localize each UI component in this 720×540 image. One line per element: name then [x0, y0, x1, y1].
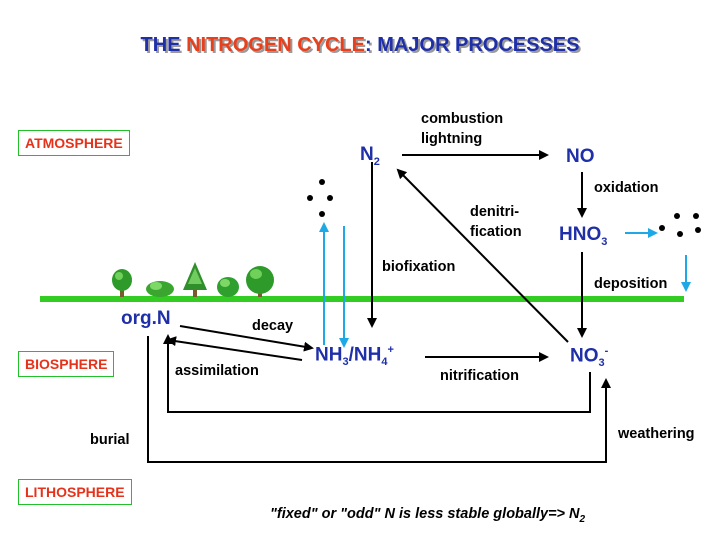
nh4-base: /NH — [348, 344, 382, 366]
denitrification-arrow — [396, 168, 569, 343]
no3-species: NO3- — [570, 345, 608, 369]
n2-base: N — [360, 144, 374, 165]
shrub-icon — [146, 281, 174, 297]
tree-icon — [183, 262, 207, 297]
nh4-sub: 4 — [381, 356, 388, 369]
title-prefix: THE — [140, 34, 187, 56]
assimilation-arrow — [179, 325, 314, 352]
footnote-sub: 2 — [579, 513, 586, 525]
combustion-label: combustion — [421, 111, 504, 127]
hno3-species: HNO3 — [559, 224, 607, 248]
lightning-label: lightning — [421, 131, 483, 147]
title-suffix: : MAJOR PROCESSES — [364, 34, 580, 56]
decay-arrow — [166, 336, 303, 361]
burial-weathering-arrow — [147, 336, 611, 463]
lithosphere-label: LITHOSPHERE — [18, 479, 132, 505]
nh3-nh4-species: NH3/NH4+ — [315, 344, 394, 368]
orgn-species: org.N — [121, 308, 171, 329]
title-accent: NITROGEN CYCLE — [186, 34, 365, 56]
raindrop-dots-icon — [659, 213, 701, 237]
no3-sup: - — [604, 345, 609, 357]
oxidation-label: oxidation — [594, 180, 659, 196]
tree-icon — [112, 269, 132, 297]
footnote-text: "fixed" or "odd" N is less stable global… — [270, 506, 580, 522]
no-species: NO — [566, 146, 595, 167]
tree-icon — [246, 266, 274, 297]
burial-label: burial — [90, 432, 130, 448]
nitrate-uptake-arrow — [163, 334, 591, 413]
no3-base: NO — [570, 345, 599, 367]
no3-sub: 3 — [598, 357, 605, 370]
nitrification-label: nitrification — [440, 368, 519, 384]
footnote: "fixed" or "odd" N is less stable global… — [270, 506, 585, 525]
fication-label: fication — [470, 224, 522, 240]
raindrop-dots-icon — [307, 179, 333, 217]
shrub-icon — [217, 277, 239, 297]
atmosphere-label: ATMOSPHERE — [18, 130, 130, 156]
nh3-base: NH — [315, 344, 343, 366]
biofixation-label: biofixation — [382, 259, 456, 275]
n2-species: N2 — [360, 144, 380, 168]
decay-label: decay — [252, 318, 294, 334]
nh4-sup: + — [387, 344, 394, 356]
denitri-label: denitri- — [470, 204, 520, 220]
hno3-base: HNO — [559, 224, 602, 245]
hno3-sub: 3 — [601, 235, 608, 248]
page-title: THE NITROGEN CYCLE: MAJOR PROCESSES — [0, 34, 720, 57]
n2-sub: 2 — [373, 155, 380, 168]
biosphere-label: BIOSPHERE — [18, 351, 115, 377]
weathering-label: weathering — [618, 426, 695, 442]
assimilation-label: assimilation — [175, 363, 259, 379]
nh3-sub: 3 — [342, 356, 349, 369]
deposition-label: deposition — [594, 276, 668, 292]
